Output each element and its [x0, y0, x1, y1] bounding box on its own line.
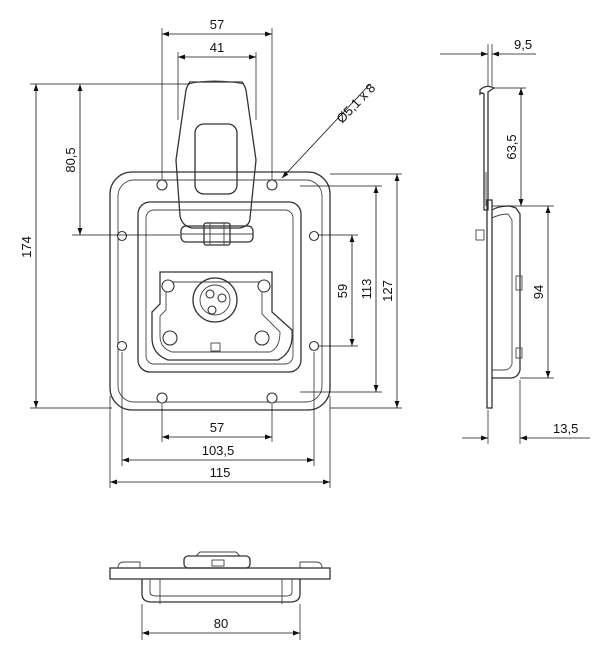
mount-hole-low-right	[308, 340, 320, 352]
dim-hole-spacing-label: 59	[335, 284, 350, 298]
mount-hole-low-left	[116, 340, 128, 352]
latch-cam-outer	[192, 277, 238, 323]
dim-side-top-depth-label: 9,5	[514, 37, 532, 52]
hole-spec-label: Ø5,1 x 8	[333, 80, 378, 126]
dim-outer-height-label: 127	[380, 280, 395, 302]
mount-hole-bottom-right	[266, 392, 278, 404]
bottom-dimensions: 80	[141, 604, 301, 640]
latch-rivet-lower-right	[254, 330, 270, 346]
latch-logo	[210, 342, 221, 352]
dim-top-inner-label: 41	[210, 40, 224, 55]
dim-bottom-holes-label: 57	[210, 420, 224, 435]
dim-outer-width-label: 115	[210, 465, 231, 480]
dim-side-lower-height-label: 94	[531, 285, 546, 299]
latch-cam-inner	[199, 284, 231, 316]
dim-bottom-width-label: 80	[214, 616, 228, 631]
latch-rivet-left	[161, 279, 175, 293]
mount-hole-mid-right	[308, 230, 320, 242]
side-dimensions: 9,5 63,5 94 13,5	[440, 37, 590, 444]
bottom-flange	[109, 567, 331, 580]
front-dish-outer	[137, 201, 302, 373]
dim-handle-height-label: 80,5	[63, 147, 78, 172]
latch-cam-hole-1	[205, 289, 215, 299]
dim-inner-height-label: 113	[359, 279, 374, 300]
front-dimensions: 57 41 Ø5,1 x 8 174 80,5 59 113 127	[19, 17, 402, 488]
latch-rivet-right	[257, 279, 271, 293]
dim-overall-height-label: 174	[19, 236, 34, 258]
latch-handle-slot	[194, 123, 238, 195]
dim-top-outer-label: 57	[210, 17, 224, 32]
side-back-plate	[486, 199, 493, 409]
latch-body	[151, 271, 293, 361]
side-handle	[479, 85, 496, 211]
latch-rivet-lower-left	[162, 330, 178, 346]
bottom-pan	[141, 579, 301, 603]
latch-body-inner	[159, 281, 281, 353]
front-view	[109, 80, 331, 411]
mount-hole-bottom-left	[156, 392, 168, 404]
bottom-handle	[183, 555, 251, 569]
latch-handle	[175, 81, 257, 229]
bottom-view	[109, 551, 331, 604]
latch-cam-hole-2	[217, 293, 227, 303]
latch-cam-hole-3	[207, 305, 217, 315]
dim-side-upper-height-label: 63,5	[504, 134, 519, 159]
side-view	[475, 85, 523, 409]
dim-side-total-depth-label: 13,5	[553, 421, 578, 436]
dim-inner-width-label: 103,5	[202, 443, 235, 458]
front-plate-outer	[109, 171, 331, 411]
mount-hole-top-left	[156, 179, 168, 191]
mount-hole-top-right	[266, 179, 278, 191]
mount-hole-mid-left	[116, 230, 128, 242]
side-pan	[491, 205, 521, 379]
front-dish-inner	[145, 209, 294, 365]
front-plate-flange	[117, 179, 323, 403]
